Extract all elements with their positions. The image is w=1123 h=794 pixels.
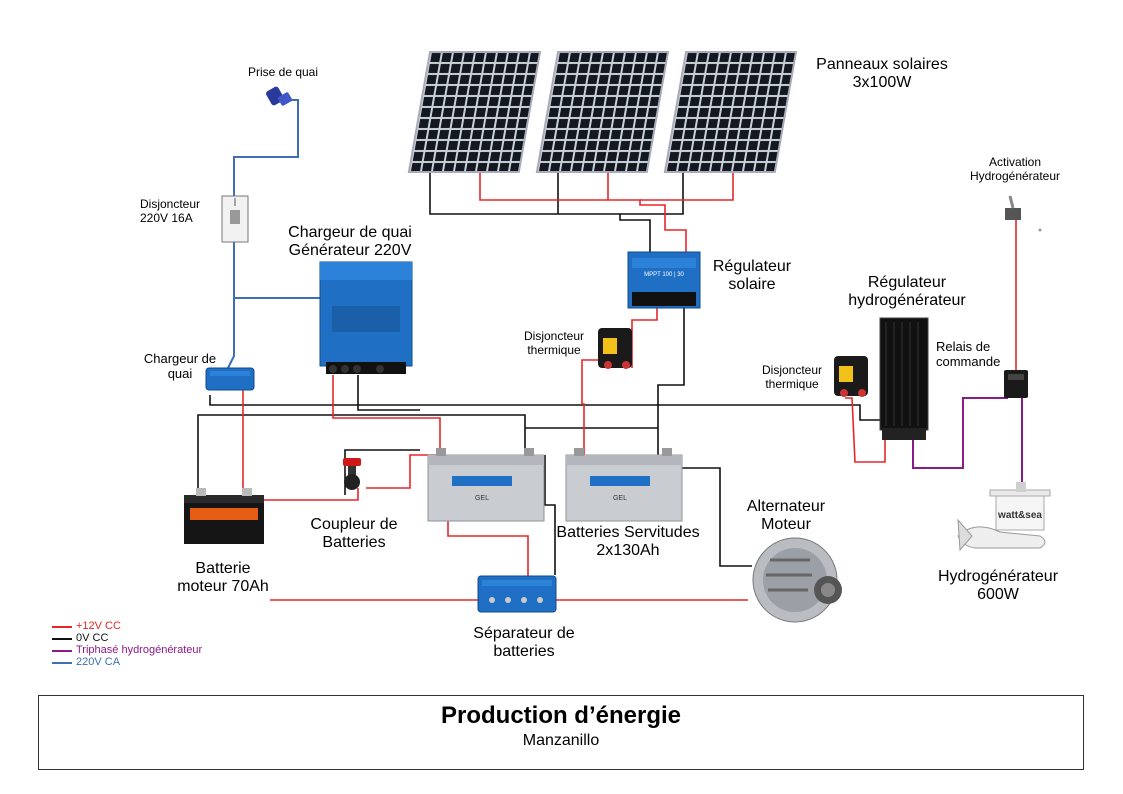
ac-wires	[227, 99, 322, 369]
label-disjoncteur-220: Disjoncteur 220V 16A	[140, 197, 201, 225]
thermal-breaker-1-icon	[598, 328, 632, 369]
legend: +12V CC 0V CC Triphasé hydrogénérateur 2…	[52, 620, 202, 668]
legend-item-negative: 0V CC	[52, 632, 202, 644]
label-batteries-servitudes: Batteries Servitudes 2x130Ah	[556, 524, 700, 560]
label-relais: Relais de commande	[936, 339, 1001, 369]
label-regulateur-hydro: Régulateur hydrogénérateur	[848, 274, 966, 310]
label-alternateur: Alternateur Moteur	[746, 498, 826, 534]
service-battery-1-device: GEL	[427, 448, 545, 522]
label-chargeur-generateur: Chargeur de quai Générateur 220V	[288, 224, 412, 260]
hydro-brand: watt&sea	[997, 510, 1042, 521]
page-subtitle: Manzanillo	[522, 732, 600, 749]
toggle-switch-icon	[1005, 195, 1042, 232]
title-block: Production d’énergie Manzanillo	[38, 695, 1084, 770]
positive-wires	[242, 170, 1017, 601]
label-chargeur-quai: Chargeur de quai	[143, 351, 217, 381]
engine-battery-device	[184, 488, 264, 544]
hydrogenerator-device: watt&sea	[957, 482, 1051, 552]
inverter-charger-device	[319, 261, 413, 374]
battery-coupler-switch-icon	[343, 458, 361, 490]
label-prise-quai: Prise de quai	[247, 65, 319, 79]
mppt-label: MPPT 100 | 30	[644, 272, 684, 278]
relay-icon	[1004, 370, 1028, 398]
solar-panel-3	[663, 51, 798, 173]
hydro-regulator-device	[879, 317, 929, 440]
page-title: Production d’énergie	[440, 702, 682, 729]
thermal-breaker-2-icon	[834, 356, 868, 397]
alternator-device	[752, 537, 842, 623]
shore-charger-device	[205, 367, 255, 391]
battery-separator-device	[477, 575, 557, 613]
label-regulateur-solaire: Régulateur solaire	[712, 258, 792, 294]
solar-panel-1	[407, 51, 542, 173]
solar-panel-2	[535, 51, 670, 173]
legend-item-positive: +12V CC	[52, 620, 202, 632]
label-batterie-moteur: Batterie moteur 70Ah	[177, 560, 269, 596]
shore-plug-icon	[266, 86, 292, 106]
label-disj-thermique-1: Disjoncteur thermique	[523, 329, 585, 357]
battery-2-type: GEL	[613, 495, 627, 502]
battery-1-type: GEL	[475, 495, 489, 502]
label-coupleur: Coupleur de Batteries	[310, 516, 398, 552]
label-hydrogenerateur: Hydrogénérateur 600W	[937, 568, 1059, 604]
legend-item-threephase: Triphasé hydrogénérateur	[52, 644, 202, 656]
label-panneaux: Panneaux solaires 3x100W	[816, 56, 948, 92]
threephase-wires	[912, 397, 1023, 490]
legend-item-ac: 220V CA	[52, 656, 202, 668]
ac-breaker-icon	[221, 195, 249, 243]
label-separateur: Séparateur de batteries	[473, 625, 575, 661]
label-activation-hydro: Activation Hydrogénérateur	[969, 155, 1061, 183]
label-disj-thermique-2: Disjoncteur thermique	[761, 363, 823, 391]
service-battery-2-device: GEL	[565, 448, 683, 522]
negative-wires	[197, 170, 886, 575]
solar-charge-controller-device: MPPT 100 | 30	[627, 251, 701, 309]
